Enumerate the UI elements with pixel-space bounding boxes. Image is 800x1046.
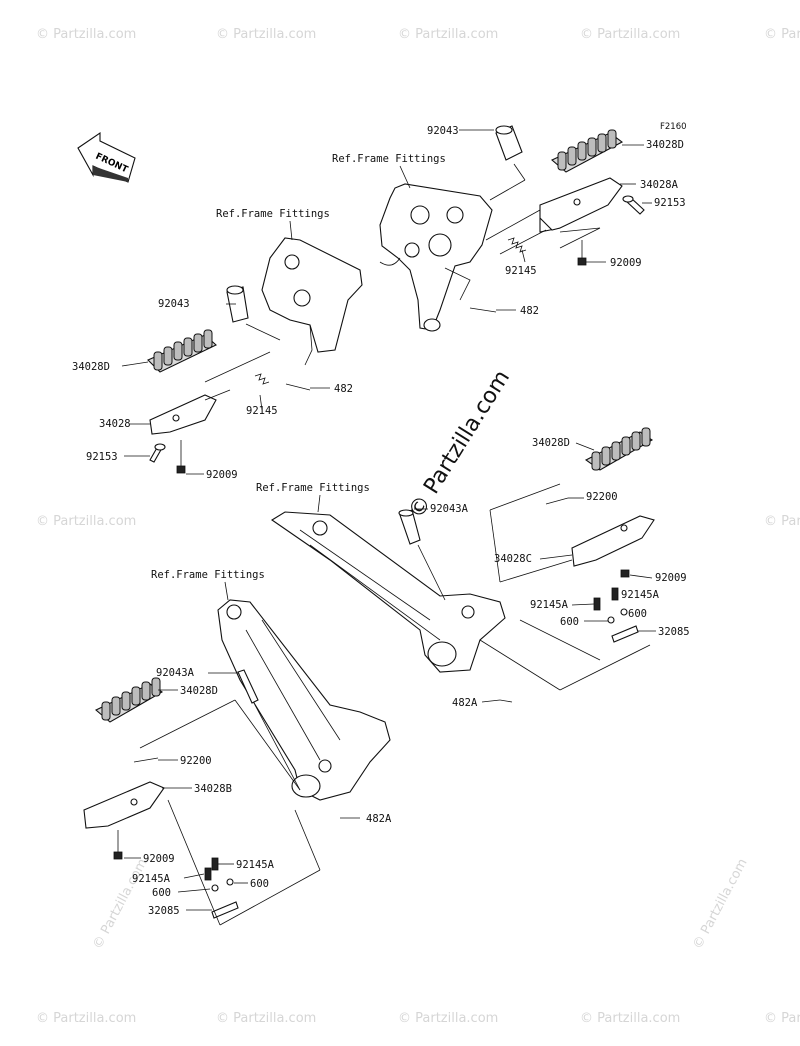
upper-left-assembly xyxy=(147,237,363,474)
part-label: 482A xyxy=(452,697,478,709)
part-label: 92145 xyxy=(505,265,537,277)
watermark: © Partzilla.com xyxy=(36,514,136,529)
site-watermark: © Partzilla.com xyxy=(404,366,515,523)
part-label: 92009 xyxy=(143,853,175,865)
part-label: 92043 xyxy=(427,125,459,137)
watermark: © Partzilla.com xyxy=(216,27,316,42)
watermark: © Partzilla.com xyxy=(398,27,498,42)
part-label: 34028C xyxy=(494,553,532,565)
part-label: 34028D xyxy=(532,437,570,449)
part-label: 92009 xyxy=(610,257,642,269)
part-label: 32085 xyxy=(148,905,180,917)
part-label: 92200 xyxy=(180,755,212,767)
part-labels: 92043 34028D 34028A 92153 92009 92145 48… xyxy=(72,125,690,917)
part-label: 34028A xyxy=(640,179,679,191)
watermark: © Partzilla.com xyxy=(36,1011,136,1026)
part-label: 34028 xyxy=(99,418,131,430)
part-label: 92145 xyxy=(246,405,278,417)
part-label: 32085 xyxy=(658,626,690,638)
watermark: © Partzilla.com xyxy=(580,27,680,42)
part-label: 600 xyxy=(560,616,579,628)
upper-right-assembly xyxy=(379,125,645,332)
part-label: 600 xyxy=(152,887,171,899)
part-label: 482 xyxy=(334,383,353,395)
part-label: 92153 xyxy=(86,451,118,463)
part-label: 92009 xyxy=(206,469,238,481)
diagram-code: F2160 xyxy=(660,122,687,132)
watermark: © Partzilla.com xyxy=(690,856,750,952)
watermark: © Partzilla.com xyxy=(90,856,150,952)
ref-labels: Ref.Frame Fittings Ref.Frame Fittings Re… xyxy=(151,153,446,601)
watermark: © Partzilla.com xyxy=(764,514,800,529)
part-label: 482 xyxy=(520,305,539,317)
part-label: 92043A xyxy=(430,503,469,515)
part-label: 92200 xyxy=(586,491,618,503)
part-label: 92145A xyxy=(132,873,171,885)
part-label: 92145A xyxy=(236,859,275,871)
part-label: 92145A xyxy=(530,599,569,611)
part-label: 34028D xyxy=(72,361,110,373)
part-label: 92043A xyxy=(156,667,195,679)
watermark: © Partzilla.com xyxy=(580,1011,680,1026)
watermark: © Partzilla.com xyxy=(764,1011,800,1026)
lower-left-assembly xyxy=(83,599,391,926)
part-label: 600 xyxy=(628,608,647,620)
part-label: 34028D xyxy=(646,139,684,151)
part-label: 34028B xyxy=(194,783,232,795)
part-label: 482A xyxy=(366,813,392,825)
part-label: 92043 xyxy=(158,298,190,310)
part-label: 34028D xyxy=(180,685,218,697)
watermark: © Partzilla.com xyxy=(398,1011,498,1026)
ref-label: Ref.Frame Fittings xyxy=(332,153,446,165)
watermark: © Partzilla.com xyxy=(36,27,136,42)
part-label: 92145A xyxy=(621,589,660,601)
part-label: 92009 xyxy=(655,572,687,584)
part-label: 92153 xyxy=(654,197,686,209)
part-label: 600 xyxy=(250,878,269,890)
watermark: © Partzilla.com xyxy=(764,27,800,42)
ref-label: Ref.Frame Fittings xyxy=(216,208,330,220)
front-arrow-icon: FRONT xyxy=(77,131,136,183)
ref-label: Ref.Frame Fittings xyxy=(151,569,265,581)
ref-label: Ref.Frame Fittings xyxy=(256,482,370,494)
middle-right-assembly xyxy=(270,427,655,703)
watermark: © Partzilla.com xyxy=(216,1011,316,1026)
